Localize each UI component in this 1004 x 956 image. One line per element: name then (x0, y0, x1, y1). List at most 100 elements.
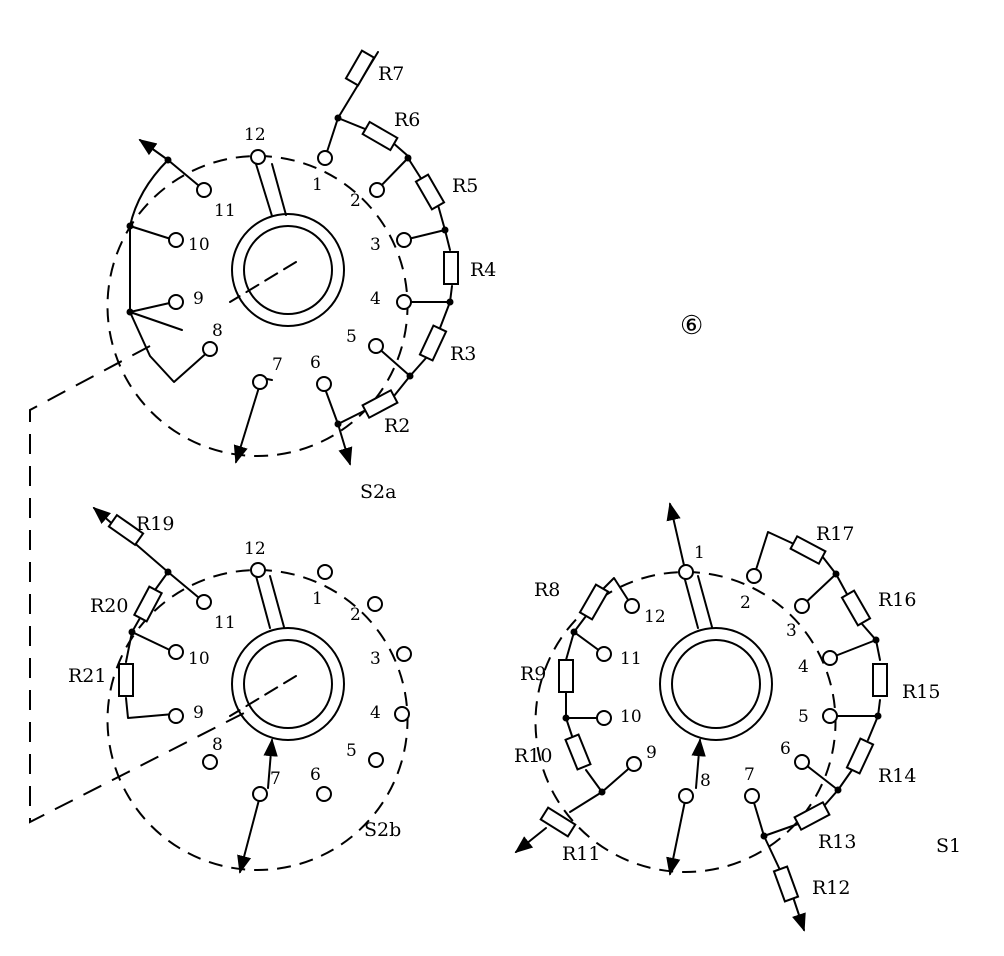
position-label: 4 (798, 657, 809, 677)
terminal (596, 710, 612, 726)
terminal (794, 598, 810, 614)
terminal (744, 788, 760, 804)
terminal (822, 708, 838, 724)
switch-s2b: 12 1 2 3 4 5 6 7 8 9 10 11 R19 R20 R21 S… (68, 506, 412, 874)
resistor-label: R12 (812, 877, 850, 899)
position-label: 12 (244, 125, 266, 145)
resistor-label: R5 (452, 175, 478, 197)
rotor-arm (255, 163, 287, 217)
terminal (396, 646, 412, 662)
terminal (202, 341, 218, 357)
switch-s2a: 12 1 2 3 4 5 6 7 8 9 10 11 R7 R6 R5 R4 R… (106, 49, 496, 503)
resistor-symbol (344, 49, 376, 87)
position-label: 11 (620, 649, 642, 669)
position-label: 11 (214, 613, 236, 633)
position-label: 3 (370, 235, 381, 255)
position-label: 3 (786, 621, 797, 641)
position-label: 10 (188, 235, 210, 255)
terminal (196, 182, 212, 198)
resistor-label: R6 (394, 109, 420, 131)
resistor-symbol (443, 251, 459, 285)
terminal (678, 564, 694, 580)
terminal (196, 594, 212, 610)
position-label: 7 (272, 355, 283, 375)
terminal (396, 294, 412, 310)
position-label: 10 (620, 707, 642, 727)
terminal (367, 596, 383, 612)
resistor-label: R10 (514, 745, 552, 767)
position-label: 1 (312, 589, 323, 609)
terminal (368, 338, 384, 354)
switch-s1: 1 2 3 4 5 6 7 8 9 10 11 12 R17 R16 R15 R… (514, 502, 961, 930)
terminal (746, 568, 762, 584)
resistor-symbol (361, 388, 399, 420)
rotor-inner (243, 225, 333, 315)
resistor-label: R17 (816, 523, 854, 545)
switch-name-s2b: S2b (364, 819, 401, 841)
position-label: 1 (694, 543, 705, 563)
terminal (168, 708, 184, 724)
switch-name-s1: S1 (936, 835, 961, 857)
position-label: 11 (214, 201, 236, 221)
resistor-symbol (789, 534, 827, 566)
terminal (317, 564, 333, 580)
position-label: 4 (370, 703, 381, 723)
resistor-label: R20 (90, 595, 128, 617)
resistor-symbol (558, 659, 574, 693)
position-label: 3 (370, 649, 381, 669)
position-label: 9 (193, 703, 204, 723)
position-label: 2 (350, 605, 361, 625)
switch-name-s2a: S2a (360, 481, 396, 503)
resistor-label: R11 (562, 843, 600, 865)
rotor-outer (231, 213, 345, 327)
position-label: 4 (370, 289, 381, 309)
resistor-symbol (414, 173, 446, 211)
terminal (168, 232, 184, 248)
position-label: 12 (244, 539, 266, 559)
resistor-symbol (118, 663, 134, 697)
position-label: 6 (310, 353, 321, 373)
resistor-symbol (840, 589, 872, 627)
terminal (316, 376, 332, 392)
position-label: 2 (350, 191, 361, 211)
position-label: 5 (346, 741, 357, 761)
resistor-symbol (418, 324, 448, 362)
terminal (626, 756, 642, 772)
position-label: 9 (646, 743, 657, 763)
resistor-label: R16 (878, 589, 916, 611)
terminal (168, 644, 184, 660)
resistor-symbol (539, 806, 577, 838)
resistor-label: R9 (520, 663, 546, 685)
position-label: 9 (193, 289, 204, 309)
position-label: 8 (212, 321, 223, 341)
resistor-label: R14 (878, 765, 916, 787)
terminal (250, 562, 266, 578)
gang-link (29, 345, 247, 824)
position-label: 12 (644, 607, 666, 627)
terminal (317, 150, 333, 166)
figure-number: ⑥ (680, 311, 703, 341)
terminal (822, 650, 838, 666)
terminal (394, 706, 410, 722)
resistor-symbol (793, 800, 831, 832)
resistor-symbol (772, 865, 800, 903)
position-label: 1 (312, 175, 323, 195)
terminal (250, 149, 266, 165)
terminal (252, 374, 268, 390)
resistor-label: R13 (818, 831, 856, 853)
resistor-label: R21 (68, 665, 106, 687)
resistor-label: R19 (136, 513, 174, 535)
resistor-symbol (107, 513, 145, 547)
resistor-symbol (578, 583, 610, 621)
terminal (368, 752, 384, 768)
resistor-label: R8 (534, 579, 560, 601)
resistor-symbol (361, 120, 399, 152)
terminal (168, 294, 184, 310)
terminal (316, 786, 332, 802)
resistor-symbol (132, 585, 164, 623)
terminal (396, 232, 412, 248)
terminal (596, 646, 612, 662)
terminal (369, 182, 385, 198)
resistor-label: R7 (378, 63, 404, 85)
